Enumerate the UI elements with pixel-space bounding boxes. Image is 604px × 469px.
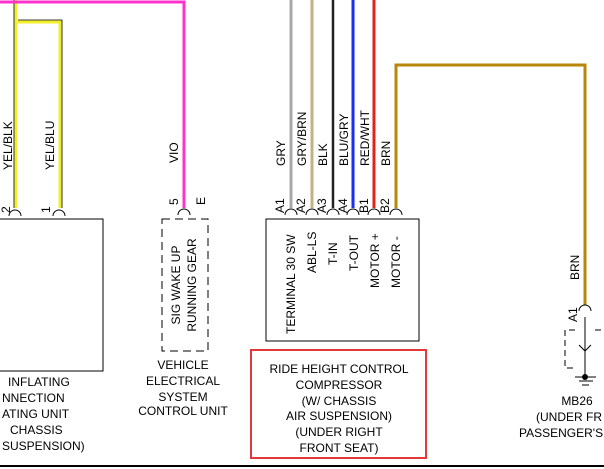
pin-arc-a1 — [284, 208, 298, 216]
pin-arc-a3 — [326, 208, 340, 216]
wire-vio — [0, 0, 186, 208]
wire-yel-blu-trace — [18, 19, 63, 208]
left-module-label-2: NNECTION — [2, 391, 65, 405]
ground-label-3: PASSENGER'S — [519, 426, 603, 440]
vehicle-unit-box-line-2: RUNNING GEAR — [185, 238, 199, 332]
ground-point: BRN A1 MB26 (UNDER FR PASSENGER'S — [519, 255, 604, 440]
left-module-label-1: INFLATING — [8, 375, 70, 389]
pin-number-2: 2 — [0, 206, 13, 213]
left-module-label-3: ATING UNIT — [2, 407, 70, 421]
wire-label-yel-blu: YEL/BLU — [43, 121, 57, 170]
pin-letter-e: E — [194, 197, 208, 205]
pin-id-a2: A2 — [294, 198, 308, 213]
pin-number-1: 1 — [39, 206, 53, 213]
pin-arc-5 — [177, 208, 191, 216]
wire-label-gry-brn: GRY/BRN — [295, 112, 309, 166]
vehicle-unit: VIO 5 E SIG WAKE UP RUNNING GEAR VEHICLE… — [0, 0, 228, 418]
left-module-label-4: CHASSIS — [10, 423, 63, 437]
pin-arc-b2 — [389, 208, 403, 216]
pin-arc-2 — [8, 209, 22, 217]
wire-label-gry: GRY — [274, 140, 288, 166]
ground-pin-arc — [578, 304, 592, 312]
pin-arc-a4 — [346, 208, 360, 216]
pin-function-b2: MOTOR - — [389, 236, 403, 288]
pin-id-b2: B2 — [378, 198, 392, 213]
pin-id-b1: B1 — [357, 198, 371, 213]
compressor-label-6: FRONT SEAT) — [300, 441, 379, 455]
compressor-label-4: AIR SUSPENSION) — [286, 409, 392, 423]
pin-id-a1: A1 — [273, 198, 287, 213]
compressor: GRY GRY/BRN BLK BLU/GRY RED/WHT BRN A1 A… — [250, 0, 587, 459]
vehicle-unit-label-4: CONTROL UNIT — [138, 404, 228, 418]
pin-arc-1 — [52, 209, 66, 217]
wire-label-red-wht: RED/WHT — [358, 109, 372, 166]
compressor-label-3: (W/ CHASSIS — [302, 394, 377, 408]
wire-label-vio: VIO — [167, 142, 181, 163]
ground-node — [582, 374, 588, 380]
pin-function-a1: TERMINAL 30 SW — [284, 234, 298, 334]
wire-brn — [394, 63, 587, 305]
ground-wire-label: BRN — [568, 255, 582, 280]
pin-arc-a2 — [305, 208, 319, 216]
pin-number-5: 5 — [167, 198, 181, 205]
vehicle-unit-label-2: ELECTRICAL — [146, 374, 220, 388]
pin-function-a3: T-IN — [326, 242, 340, 265]
ground-label-1: MB26 — [561, 394, 593, 408]
left-module-box — [0, 218, 104, 372]
wire-label-brn: BRN — [379, 141, 393, 166]
wire-yel-blu — [18, 20, 62, 208]
pin-id-a4: A4 — [336, 198, 350, 213]
ground-chevron — [578, 344, 592, 352]
ground-pin-id: A1 — [566, 307, 580, 322]
vehicle-unit-label-3: SYSTEM — [158, 390, 207, 404]
pin-function-a4: T-OUT — [347, 234, 361, 271]
compressor-highlight — [250, 349, 427, 459]
wire-label-yel-blk: YEL/BLK — [1, 121, 15, 170]
pin-function-b1: MOTOR + — [368, 233, 382, 288]
pin-arc-b1 — [367, 208, 381, 216]
left-module-label-5: SUSPENSION) — [2, 439, 85, 453]
left-module: YEL/BLK YEL/BLU 2 1 INFLATING NNECTION A… — [0, 0, 104, 453]
wire-label-blu-gry: BLU/GRY — [337, 114, 351, 166]
pin-function-a2: ABL-LS — [305, 232, 319, 273]
compressor-label-5: (UNDER RIGHT — [295, 425, 383, 439]
vehicle-unit-box-line-1: SIG WAKE UP — [169, 246, 183, 325]
vehicle-unit-box — [161, 218, 209, 352]
wire-label-blk: BLK — [316, 143, 330, 166]
compressor-box — [265, 218, 420, 342]
compressor-label-2: COMPRESSOR — [296, 378, 383, 392]
pin-id-a3: A3 — [315, 198, 329, 213]
ground-bracket — [564, 329, 604, 369]
compressor-label-1: RIDE HEIGHT CONTROL — [269, 362, 408, 376]
vehicle-unit-label-1: VEHICLE — [157, 358, 208, 372]
ground-label-2: (UNDER FR — [536, 410, 602, 424]
